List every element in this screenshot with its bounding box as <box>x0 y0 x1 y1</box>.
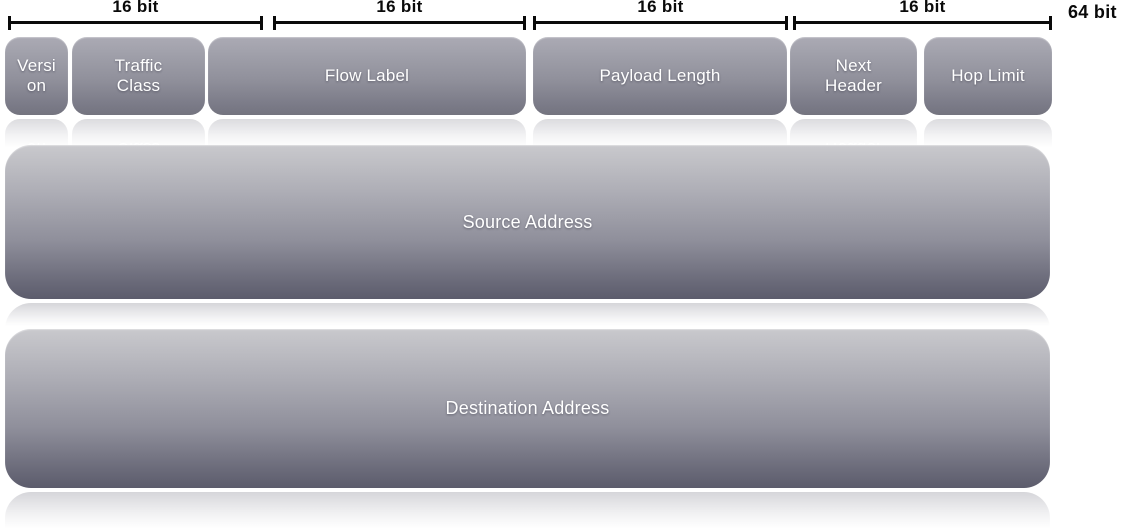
bit-ruler-label: 16 bit <box>899 0 946 16</box>
field-label: Hop Limit <box>951 65 1025 85</box>
field-box-destination-address: Destination Address <box>5 329 1050 488</box>
reflection-destination-address: Destination Address <box>0 492 1136 532</box>
field-label: Flow Label <box>324 65 410 85</box>
field-label: Next Header <box>825 55 882 95</box>
field-box-next-header: Next Header <box>790 37 917 115</box>
field-box-payload-length: Payload Length <box>533 37 787 115</box>
bit-ruler-label: 16 bit <box>637 0 684 16</box>
bit-ruler-segment-3: 16 bit <box>533 0 788 30</box>
field-label: Traffic Class <box>114 55 163 95</box>
field-box-traffic-class: Traffic Class <box>72 37 205 115</box>
bit-ruler-segment-2: 16 bit <box>273 0 526 30</box>
field-label: Payload Length <box>599 65 721 85</box>
field-label: Versi on <box>17 55 56 95</box>
field-box-flow-label: Flow Label <box>208 37 526 115</box>
bit-ruler-label: 16 bit <box>376 0 423 16</box>
field-box-hop-limit: Hop Limit <box>924 37 1052 115</box>
field-label: Source Address <box>462 211 593 232</box>
total-bits-label: 64 bit <box>1068 2 1117 22</box>
field-box-version: Versi on <box>5 37 68 115</box>
field-box-source-address: Source Address <box>5 145 1050 299</box>
reflection-header-fields-row: Versi on Traffic Class Flow Label Payloa… <box>0 119 1136 150</box>
header-fields-row: Versi on Traffic Class Flow Label Payloa… <box>0 37 1136 115</box>
bit-ruler-segment-1: 16 bit <box>8 0 263 30</box>
reflection-source-address: Source Address <box>0 303 1136 328</box>
bit-ruler-label: 16 bit <box>112 0 159 16</box>
field-label: Destination Address <box>445 398 610 418</box>
bit-ruler-segment-4: 16 bit <box>793 0 1052 30</box>
